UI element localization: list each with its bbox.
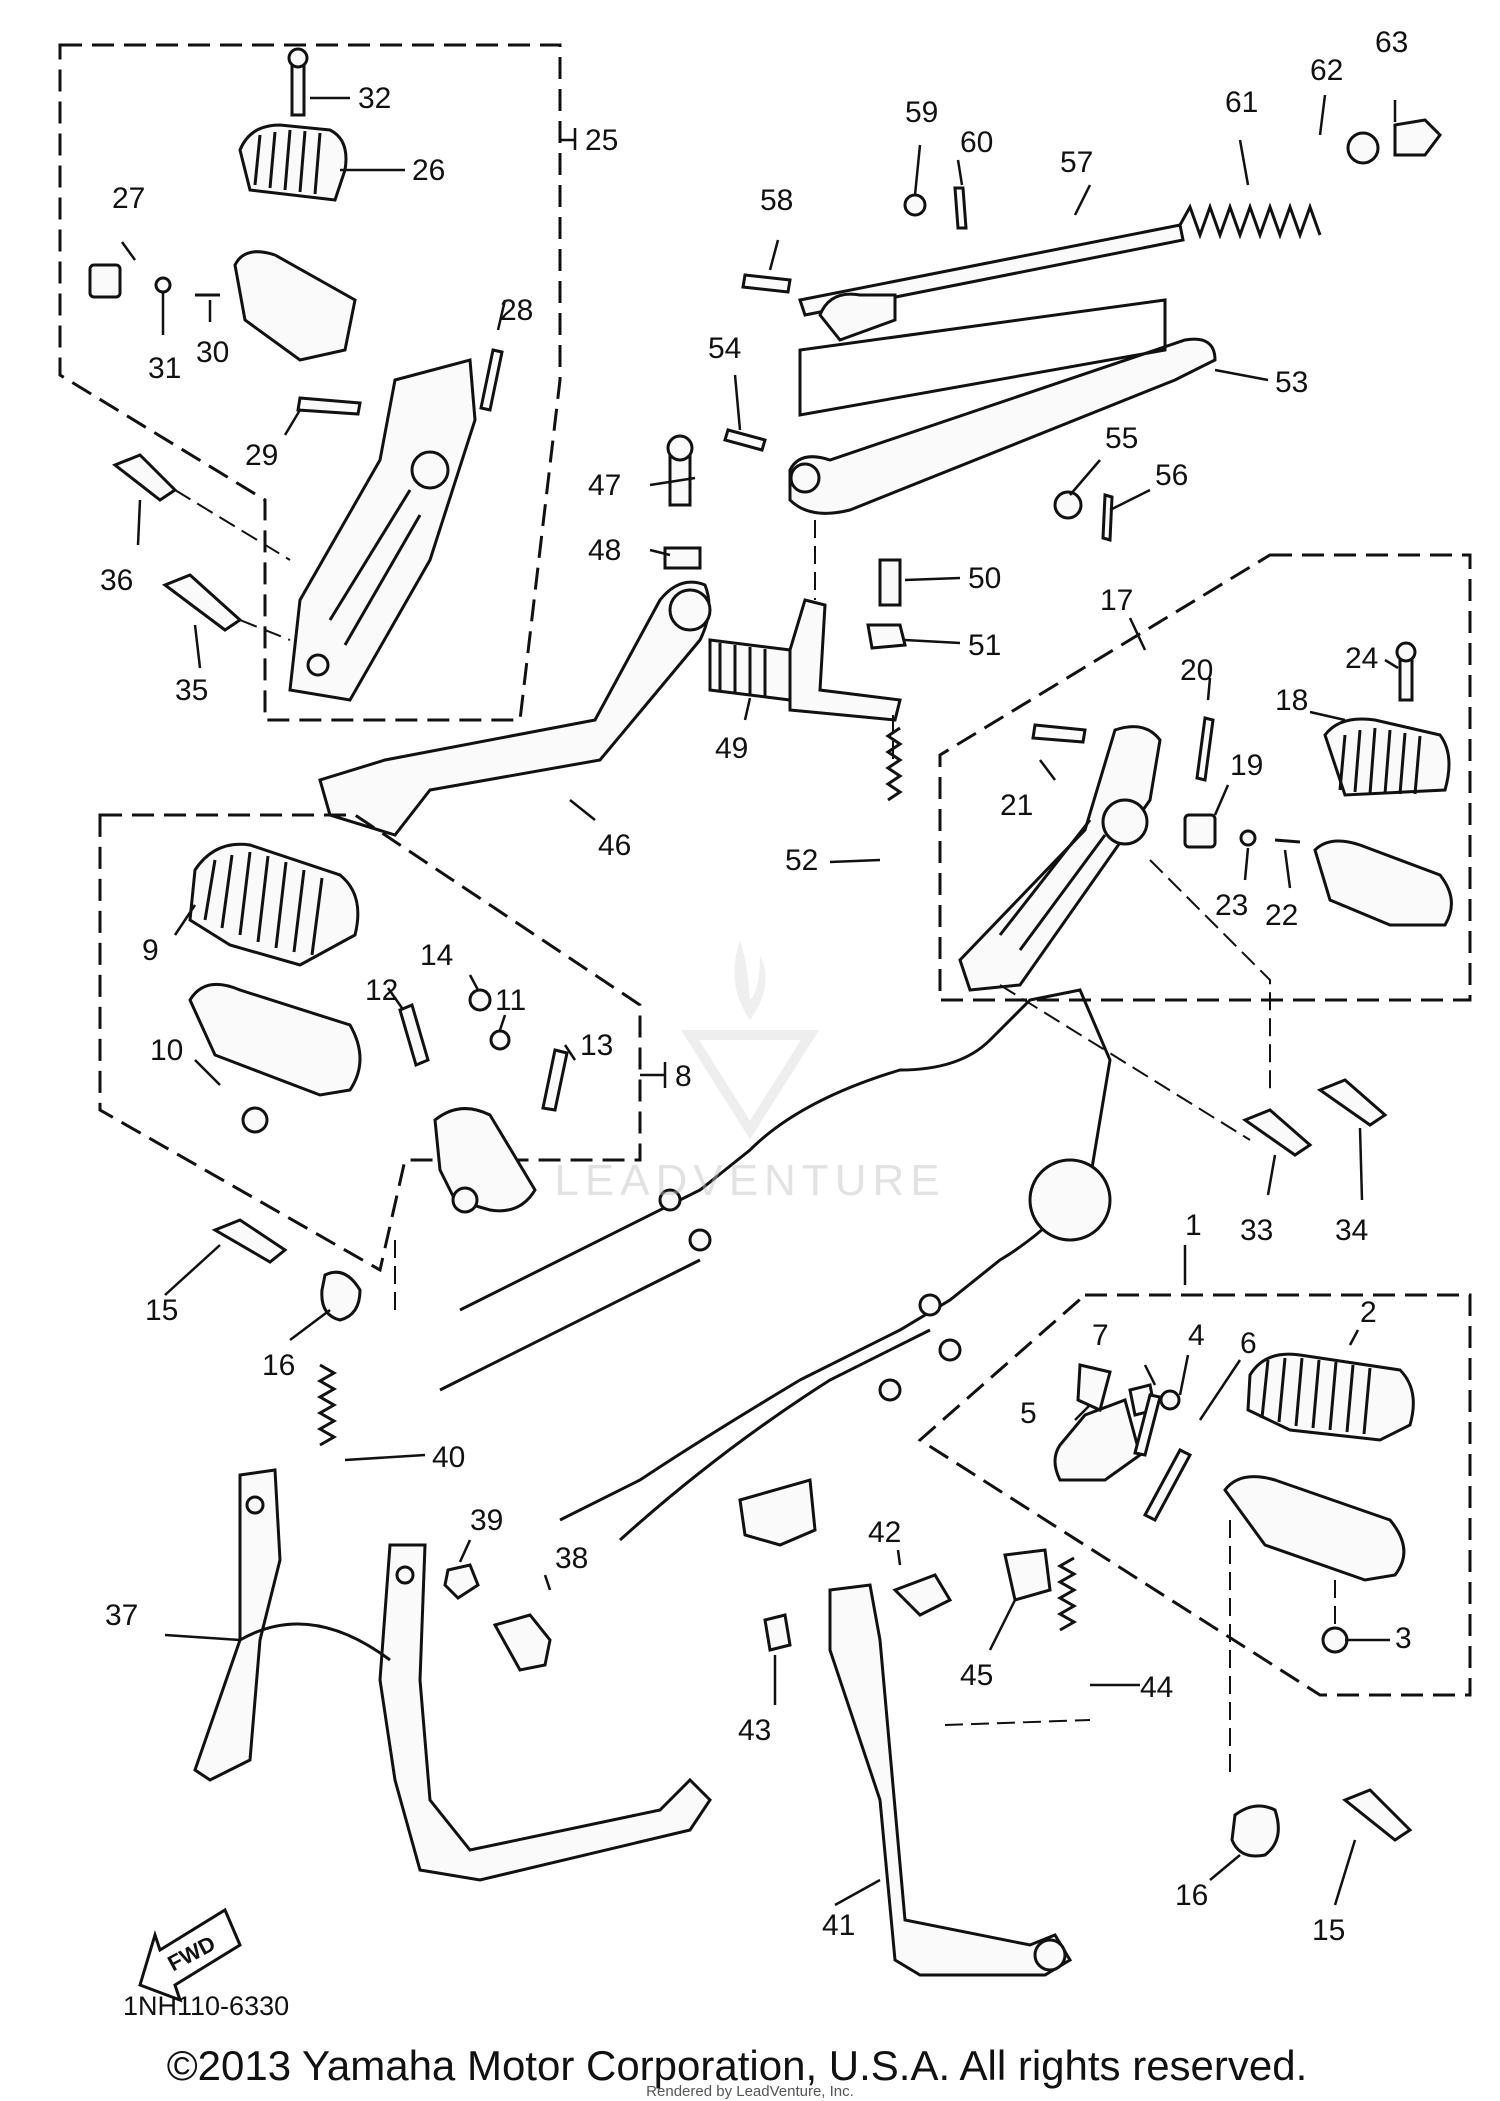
callout-34: 34 xyxy=(1335,1214,1368,1247)
callout-6: 6 xyxy=(1240,1327,1257,1360)
callout-5: 5 xyxy=(1020,1397,1037,1430)
group-17-footrest-assembly xyxy=(938,553,1472,1201)
callout-37: 37 xyxy=(105,1599,138,1632)
drawing-number: 1NH110-6330 xyxy=(123,1991,289,2021)
callout-25: 25 xyxy=(585,124,618,157)
callout-8: 8 xyxy=(675,1060,692,1093)
callout-4: 4 xyxy=(1188,1319,1205,1352)
callout-24: 24 xyxy=(1345,642,1378,675)
callout-49: 49 xyxy=(715,732,748,765)
callout-7: 7 xyxy=(1092,1319,1109,1352)
callout-31: 31 xyxy=(148,352,181,385)
callout-46: 46 xyxy=(598,829,631,862)
group-8-footrest-assembly xyxy=(98,813,667,1273)
callout-11: 11 xyxy=(495,984,526,1017)
callout-16: 16 xyxy=(262,1349,295,1382)
callout-57: 57 xyxy=(1060,146,1093,179)
callout-22: 22 xyxy=(1265,899,1298,932)
callout-43: 43 xyxy=(738,1714,771,1747)
callout-42: 42 xyxy=(868,1516,901,1549)
callout-19: 19 xyxy=(1230,749,1263,782)
callout-62: 62 xyxy=(1310,54,1343,87)
callout-15: 15 xyxy=(145,1294,178,1327)
callout-60: 60 xyxy=(960,126,993,159)
copyright-notice: ©2013 Yamaha Motor Corporation, U.S.A. A… xyxy=(167,2042,1308,2089)
callout-48: 48 xyxy=(588,534,621,567)
callout-21: 21 xyxy=(1000,789,1033,822)
callout-32: 32 xyxy=(358,82,391,115)
callout-58: 58 xyxy=(760,184,793,217)
watermark-text: LEADVENTURE xyxy=(554,1156,945,1205)
callout-53: 53 xyxy=(1275,366,1308,399)
group-25-footrest-assembly xyxy=(58,43,577,722)
callout-2: 2 xyxy=(1360,1296,1377,1329)
callout-26: 26 xyxy=(412,154,445,187)
callout-14: 14 xyxy=(420,939,453,972)
callout-13: 13 xyxy=(580,1029,613,1062)
callout-29: 29 xyxy=(245,439,278,472)
callout-9: 9 xyxy=(142,934,159,967)
callout-27: 27 xyxy=(112,182,145,215)
callout-17: 17 xyxy=(1100,584,1133,617)
callout-33: 33 xyxy=(1240,1214,1273,1247)
callout-20: 20 xyxy=(1180,654,1213,687)
callout-44: 44 xyxy=(1140,1671,1173,1704)
shift-linkage-assembly xyxy=(318,94,1442,864)
callout-56: 56 xyxy=(1155,459,1188,492)
callout-38: 38 xyxy=(555,1542,588,1575)
callout-41: 41 xyxy=(822,1909,855,1942)
callout-35: 35 xyxy=(175,674,208,707)
callout-40: 40 xyxy=(432,1441,465,1474)
callout-39: 39 xyxy=(470,1504,503,1537)
callout-28: 28 xyxy=(500,294,533,327)
rendered-by-note: Rendered by LeadVenture, Inc. xyxy=(646,2083,854,2100)
callout-labels: 1 2 3 4 5 6 7 8 9 10 11 12 13 14 15 16 1… xyxy=(100,26,1412,1947)
watermark: LEADVENTURE xyxy=(554,940,945,1205)
frame-and-stands: FWD xyxy=(138,988,1472,2003)
callout-10: 10 xyxy=(150,1034,183,1067)
callout-50: 50 xyxy=(968,562,1001,595)
callout-45: 45 xyxy=(960,1659,993,1692)
callout-55: 55 xyxy=(1105,422,1138,455)
callout-47: 47 xyxy=(588,469,621,502)
callout-30: 30 xyxy=(196,336,229,369)
callout-3: 3 xyxy=(1395,1622,1412,1655)
callout-16-right: 16 xyxy=(1175,1879,1208,1912)
callout-59: 59 xyxy=(905,96,938,129)
callout-1: 1 xyxy=(1185,1209,1202,1242)
callout-36: 36 xyxy=(100,564,133,597)
callout-52: 52 xyxy=(785,844,818,877)
callout-12: 12 xyxy=(365,974,398,1007)
callout-18: 18 xyxy=(1275,684,1308,717)
callout-63: 63 xyxy=(1375,26,1408,59)
callout-61: 61 xyxy=(1225,86,1258,119)
callout-15-right: 15 xyxy=(1312,1914,1345,1947)
callout-23: 23 xyxy=(1215,889,1248,922)
callout-54: 54 xyxy=(708,332,741,365)
callout-51: 51 xyxy=(968,629,1001,662)
